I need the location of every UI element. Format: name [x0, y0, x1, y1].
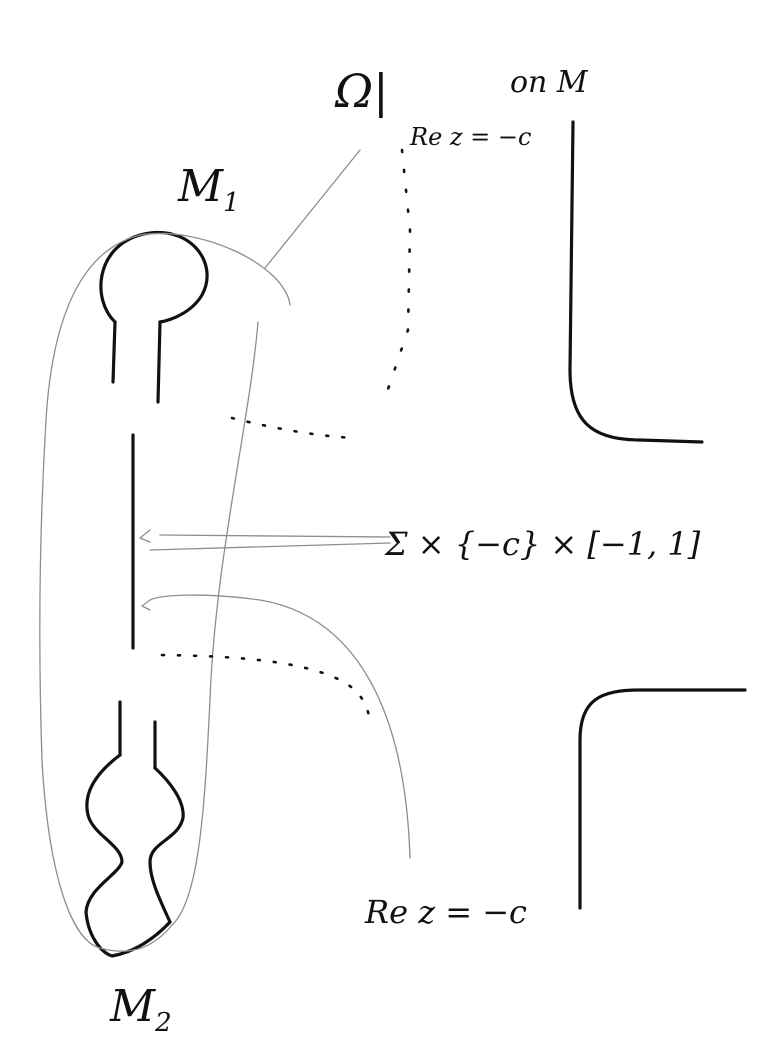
m2-shape — [84, 700, 185, 958]
bottom-re-label: Re z = −c — [365, 893, 527, 931]
sigma-product-label: Σ × {−c} × [−1, 1] — [385, 525, 701, 563]
top-subscript-label: Re z = −c — [410, 123, 532, 151]
lower-dotted-curve — [160, 653, 372, 724]
top-operator-label: Ω| — [335, 64, 389, 118]
m-upper-corner — [568, 120, 704, 444]
m1-bulb-shape — [99, 231, 209, 404]
top-leader-line — [264, 149, 361, 269]
m1-label: M1 — [178, 165, 240, 216]
m1-letter: M — [178, 161, 224, 212]
m2-letter: M — [110, 981, 156, 1032]
m2-subscript: 2 — [155, 1007, 172, 1038]
upper-dotted-vertical — [383, 148, 412, 400]
pencil-loop — [39, 232, 291, 952]
on-m-label: on M — [510, 65, 588, 100]
m-lower-corner — [578, 688, 747, 910]
m2-label: M2 — [110, 985, 172, 1036]
sigma-arrows — [139, 529, 391, 551]
m1-subscript: 1 — [223, 187, 240, 218]
bottom-leader-curve — [141, 594, 411, 859]
upper-dotted-horizontal — [230, 416, 357, 440]
